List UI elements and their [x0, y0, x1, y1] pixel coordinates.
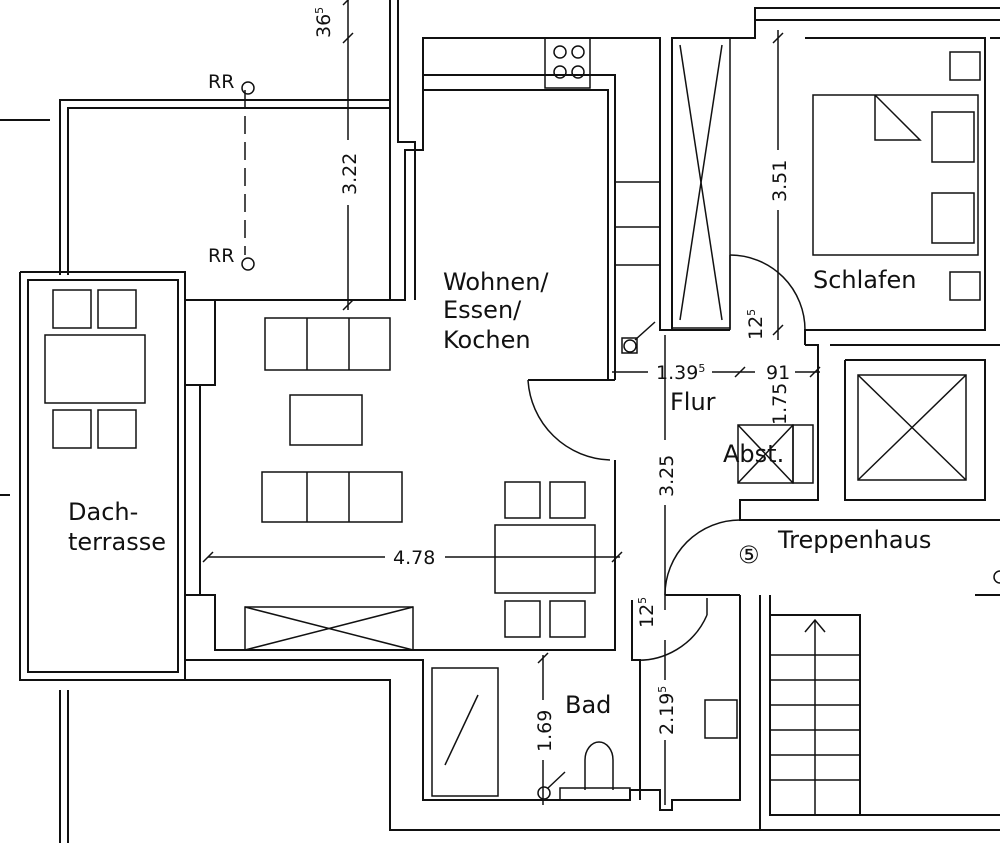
room-label-storage: Abst.: [723, 440, 784, 468]
kitchen: [544, 37, 661, 354]
dim-hall-width: 1.395: [656, 362, 705, 384]
bed: [812, 51, 981, 301]
elevator-shaft: [857, 374, 967, 481]
dimension-lines: [202, 0, 1000, 805]
dim-hall-length: 3.25: [656, 455, 678, 497]
stair-number: ⑤: [738, 541, 760, 569]
wardrobe: [671, 37, 731, 329]
terrace-furniture: [44, 289, 146, 449]
room-label-terrace-2: terrasse: [68, 528, 166, 556]
dim-bath-length: 2.195: [656, 686, 678, 735]
room-label-stairwell: Treppenhaus: [777, 526, 931, 554]
rr-marker-top: RR: [208, 71, 234, 93]
dim-top-offset: 365: [313, 7, 335, 38]
storage-closet: [737, 424, 814, 484]
room-label-dining: Essen/: [443, 296, 522, 324]
living-furniture: [244, 317, 611, 651]
dim-storage-depth: 1.75: [769, 383, 791, 425]
room-label-kitchen: Kochen: [443, 326, 531, 354]
room-label-bath: Bad: [565, 691, 611, 719]
dim-door-offset-top: 125: [745, 309, 767, 340]
room-label-terrace-1: Dach-: [68, 498, 138, 526]
rr-marker-bottom: RR: [208, 245, 234, 267]
dim-living-width: 4.78: [393, 547, 435, 569]
room-label-living: Wohnen/: [443, 268, 549, 296]
room-label-bedroom: Schlafen: [813, 266, 916, 294]
dim-door-offset-bath: 125: [636, 597, 658, 628]
dim-terrace-depth: 3.22: [339, 153, 361, 195]
dim-bedroom-length: 3.51: [769, 160, 791, 202]
dim-bath-width: 1.69: [534, 710, 556, 752]
dim-storage-width: 91: [766, 362, 790, 384]
room-label-hall: Flur: [670, 388, 716, 416]
staircase: [770, 618, 860, 815]
bath-fixtures: [431, 254, 806, 801]
